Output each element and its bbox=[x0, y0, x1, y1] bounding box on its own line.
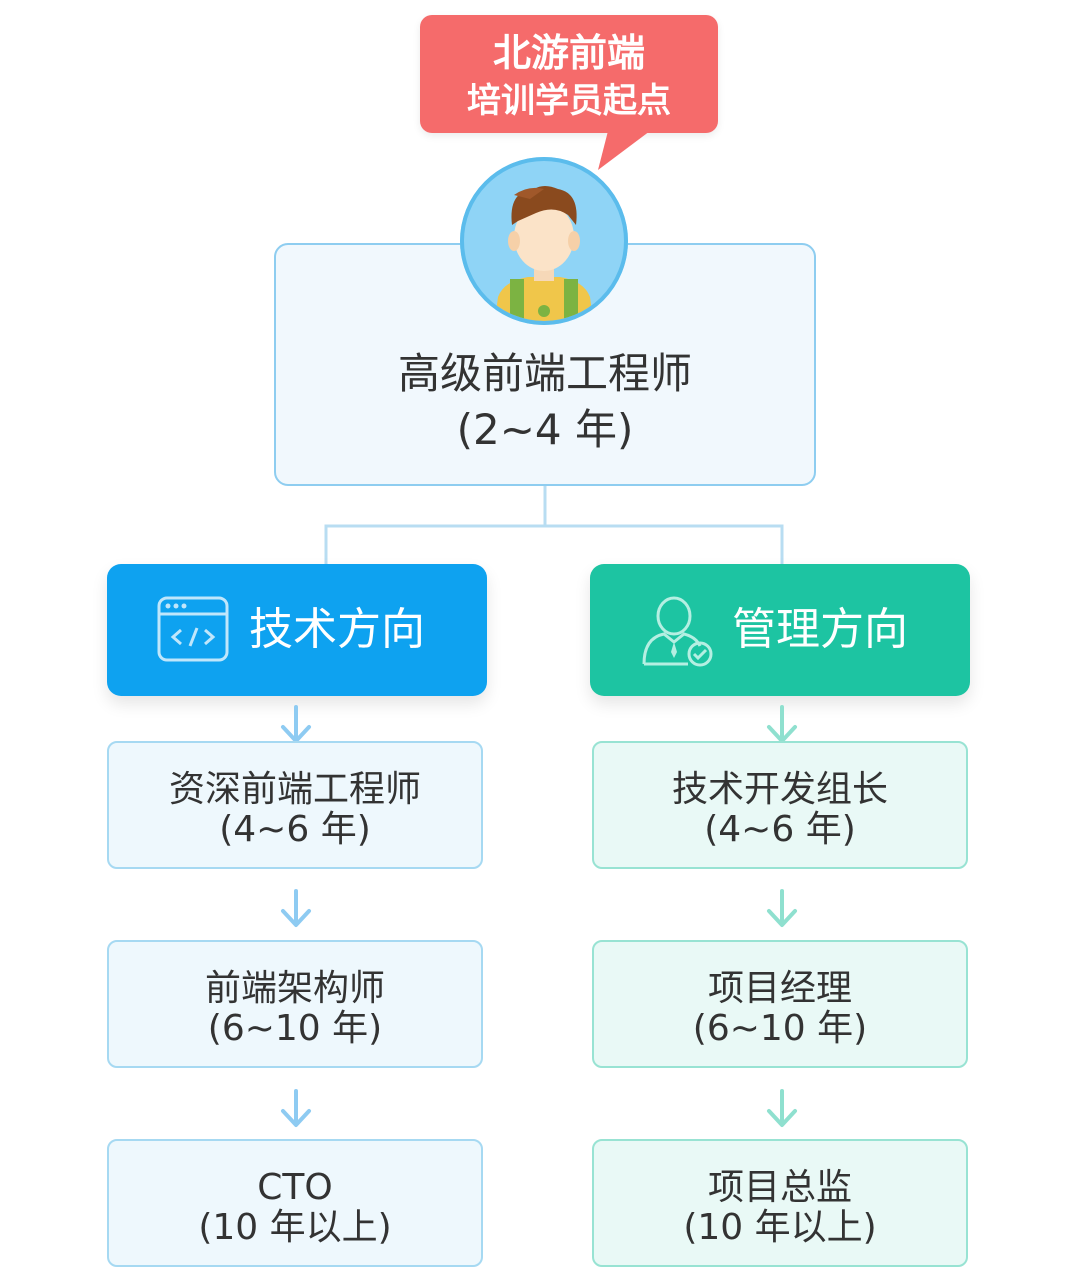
role-name: 技术开发组长 bbox=[671, 769, 888, 810]
tech-direction-header: 技术方向 bbox=[107, 564, 487, 696]
bubble-subtitle: 培训学员起点 bbox=[467, 81, 671, 121]
code-window-icon bbox=[157, 596, 229, 662]
bubble-tail bbox=[598, 131, 650, 170]
arrow-down-icon bbox=[767, 889, 797, 927]
role-card-project-manager: 项目经理 (6~10 年) bbox=[592, 940, 968, 1068]
arrow-down-icon bbox=[281, 705, 311, 743]
role-name: 前端架构师 bbox=[204, 968, 385, 1009]
arrow-down-icon bbox=[281, 889, 311, 927]
start-point-bubble: 北游前端 培训学员起点 bbox=[420, 15, 718, 133]
main-role-years: (2~4 年) bbox=[456, 405, 634, 454]
role-years: (4~6 年) bbox=[219, 809, 371, 850]
role-name: 资深前端工程师 bbox=[168, 769, 421, 810]
role-name: 项目总监 bbox=[707, 1167, 852, 1208]
arrow-down-icon bbox=[767, 705, 797, 743]
role-card-team-lead: 技术开发组长 (4~6 年) bbox=[592, 741, 968, 869]
role-years: (10 年以上) bbox=[683, 1207, 877, 1248]
role-years: (4~6 年) bbox=[704, 809, 856, 850]
role-card-architect: 前端架构师 (6~10 年) bbox=[107, 940, 483, 1068]
developer-avatar-icon bbox=[460, 157, 628, 325]
role-card-cto: CTO (10 年以上) bbox=[107, 1139, 483, 1267]
role-years: (10 年以上) bbox=[198, 1207, 392, 1248]
user-check-icon bbox=[642, 596, 713, 667]
role-card-senior-engineer: 资深前端工程师 (4~6 年) bbox=[107, 741, 483, 869]
tech-direction-label: 技术方向 bbox=[249, 604, 425, 655]
role-years: (6~10 年) bbox=[207, 1008, 383, 1049]
arrow-down-icon bbox=[281, 1089, 311, 1127]
role-years: (6~10 年) bbox=[692, 1008, 868, 1049]
mgmt-direction-label: 管理方向 bbox=[732, 604, 908, 655]
role-card-project-director: 项目总监 (10 年以上) bbox=[592, 1139, 968, 1267]
arrow-down-icon bbox=[767, 1089, 797, 1127]
bubble-title: 北游前端 bbox=[492, 31, 645, 75]
role-name: 项目经理 bbox=[707, 968, 852, 1009]
main-role-title: 高级前端工程师 bbox=[397, 349, 692, 398]
role-name: CTO bbox=[257, 1167, 333, 1208]
mgmt-direction-header: 管理方向 bbox=[590, 564, 970, 696]
